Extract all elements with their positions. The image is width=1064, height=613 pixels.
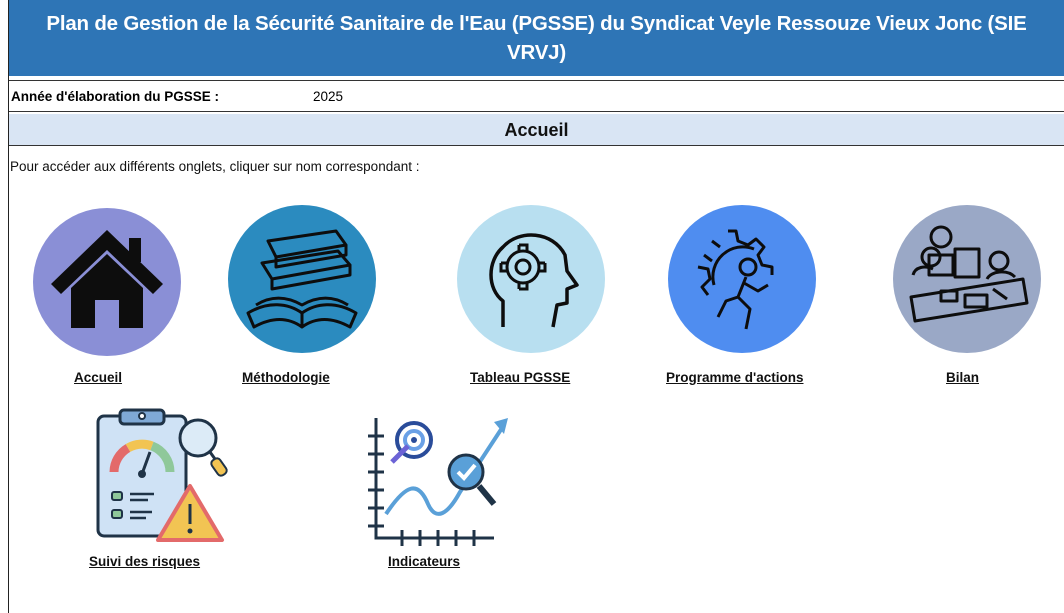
indicateurs-link[interactable]: Indicateurs — [388, 554, 461, 569]
head-gear-icon[interactable] — [457, 205, 605, 353]
home-icon[interactable] — [33, 208, 181, 356]
meeting-icon[interactable] — [893, 205, 1041, 353]
methodologie-link[interactable]: Méthodologie — [242, 370, 330, 385]
title-line-1: Plan de Gestion de la Sécurité Sanitaire… — [46, 12, 1027, 35]
gear-runner-icon[interactable] — [668, 205, 816, 353]
sheet-border — [8, 0, 9, 613]
year-label: Année d'élaboration du PGSSE : — [11, 89, 219, 104]
accueil-link[interactable]: Accueil — [74, 370, 123, 385]
page-title: Plan de Gestion de la Sécurité Sanitaire… — [9, 0, 1064, 76]
indicateurs-tile[interactable] — [362, 414, 518, 546]
books-icon[interactable] — [228, 205, 376, 353]
programme-tile[interactable] — [668, 205, 816, 353]
bilan-tile[interactable] — [893, 205, 1041, 353]
tableau-tile[interactable] — [457, 205, 605, 353]
programme-link[interactable]: Programme d'actions — [666, 370, 804, 385]
instruction-text: Pour accéder aux différents onglets, cli… — [10, 159, 420, 174]
accueil-tile[interactable] — [33, 208, 181, 356]
tableau-link[interactable]: Tableau PGSSE — [470, 370, 571, 385]
suivi-link[interactable]: Suivi des risques — [89, 554, 201, 569]
section-title: Accueil — [9, 114, 1064, 146]
bilan-link[interactable]: Bilan — [946, 370, 980, 385]
risk-clipboard-icon[interactable] — [90, 406, 230, 546]
year-row: Année d'élaboration du PGSSE : 2025 — [9, 80, 1064, 112]
title-line-2: VRVJ) — [506, 41, 566, 64]
methodologie-tile[interactable] — [228, 205, 376, 353]
indicator-chart-icon[interactable] — [362, 414, 518, 546]
year-value[interactable]: 2025 — [313, 89, 344, 104]
suivi-tile[interactable] — [90, 406, 230, 546]
